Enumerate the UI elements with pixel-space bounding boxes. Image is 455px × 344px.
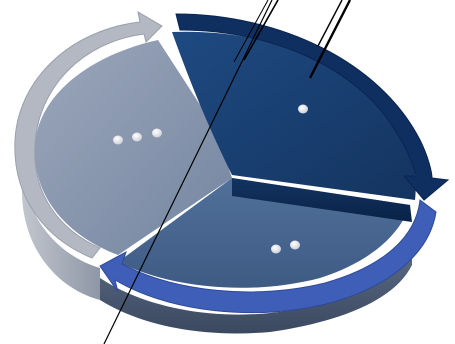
dot xyxy=(152,129,162,138)
segment-dark-blue xyxy=(172,14,448,222)
dot xyxy=(290,241,300,250)
dot xyxy=(113,136,123,145)
dot xyxy=(132,133,142,142)
dot xyxy=(271,245,281,254)
dot xyxy=(298,105,308,114)
segment-dark-dots xyxy=(298,105,308,114)
